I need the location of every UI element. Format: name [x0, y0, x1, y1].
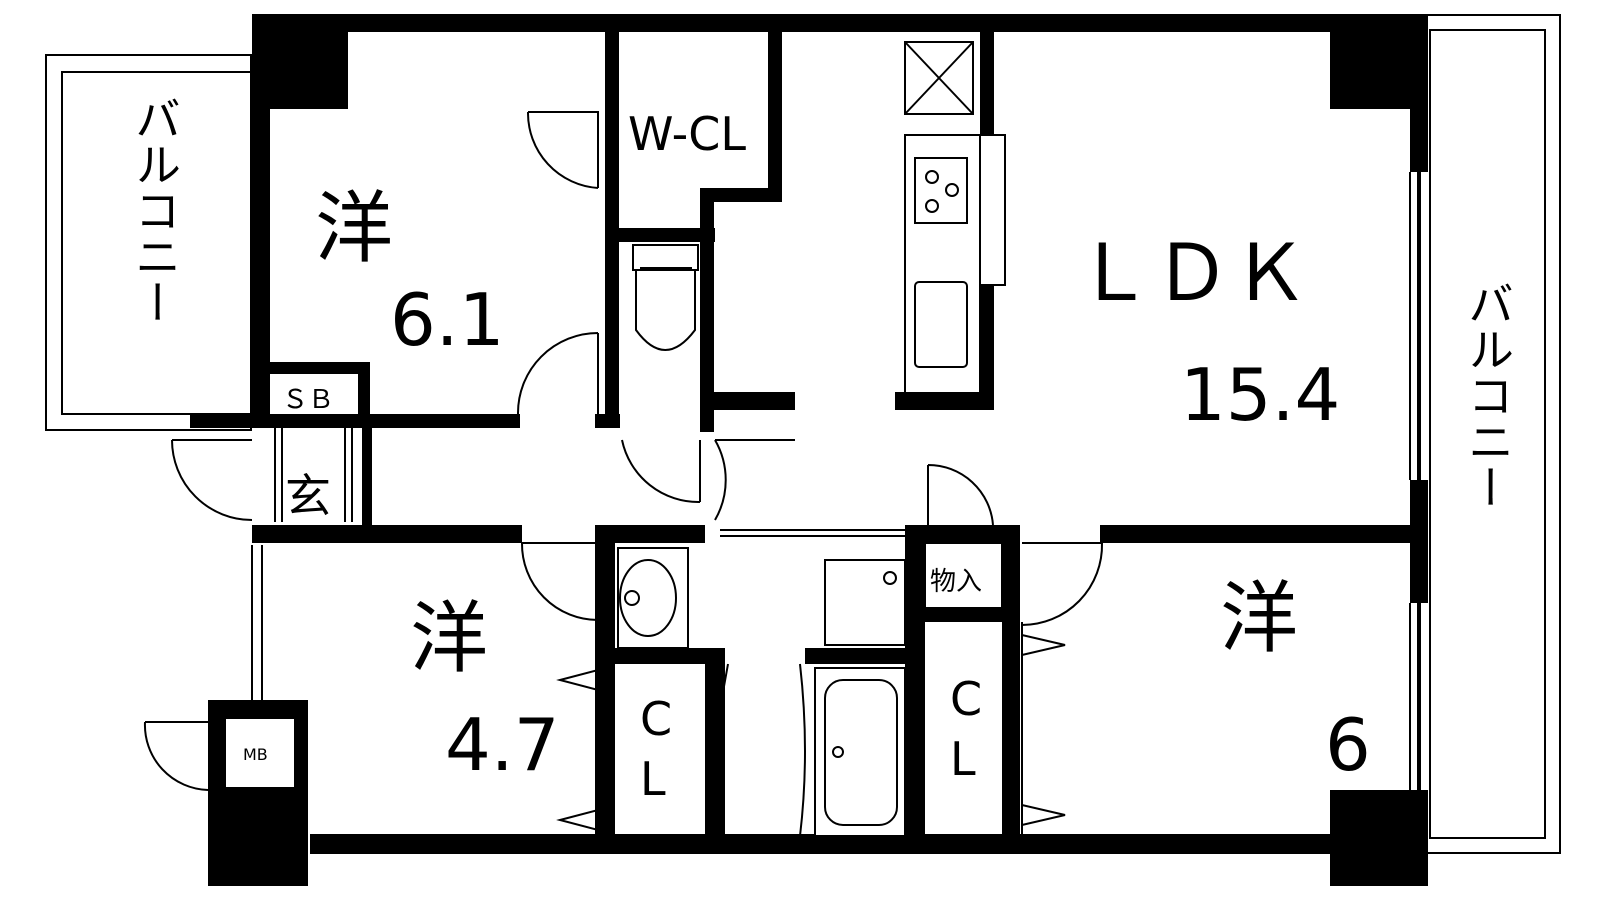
- meter-box-label: MB: [243, 745, 268, 764]
- storage-label: 物入: [930, 567, 982, 597]
- room-ldk-label: ＬＤＫ: [1075, 229, 1309, 319]
- balcony-right-label: バルコニー: [1461, 280, 1515, 510]
- washing-machine: [824, 559, 906, 646]
- washbasin: [617, 547, 689, 649]
- closet-1-label-top: C: [640, 692, 672, 746]
- sliding-door: [720, 529, 905, 537]
- walk-in-closet-label: W-CL: [628, 107, 746, 161]
- room-west-left-area: 4.7: [445, 703, 560, 787]
- closet-2-label-bottom: L: [950, 732, 976, 786]
- kitchen-counter: [904, 134, 1006, 394]
- entrance-step: [274, 428, 353, 522]
- closet-1-label-bottom: L: [640, 752, 666, 806]
- toilet: [632, 244, 699, 351]
- room-west-top-label: 洋: [315, 184, 393, 274]
- closet-2-label-top: C: [950, 672, 982, 726]
- room-west-right-area: 6: [1325, 703, 1371, 787]
- storage-box: [924, 542, 1003, 609]
- room-west-left-label: 洋: [410, 594, 488, 684]
- window-right-bottom: [1409, 603, 1421, 790]
- balcony-right-outline: [1417, 14, 1561, 854]
- window-left-top: [251, 150, 263, 340]
- entrance-label: 玄: [285, 469, 331, 523]
- closet-door-marks: [556, 622, 1066, 834]
- exterior-walls: [208, 14, 1428, 886]
- bathtub: [814, 667, 906, 837]
- door-swings: [143, 111, 1104, 791]
- balcony-left-label: バルコニー: [128, 95, 182, 325]
- window-right-top: [1409, 172, 1421, 480]
- room-ldk-area: 15.4: [1180, 353, 1340, 437]
- shoe-box-label: ＳＢ: [282, 385, 334, 415]
- room-west-right-label: 洋: [1220, 574, 1298, 664]
- interior-walls: [190, 14, 1428, 850]
- bathroom-door: [717, 663, 806, 837]
- range-hood: [904, 41, 974, 115]
- meter-box: [224, 717, 296, 789]
- window-left-bottom: [251, 545, 263, 700]
- room-west-top-area: 6.1: [390, 278, 505, 362]
